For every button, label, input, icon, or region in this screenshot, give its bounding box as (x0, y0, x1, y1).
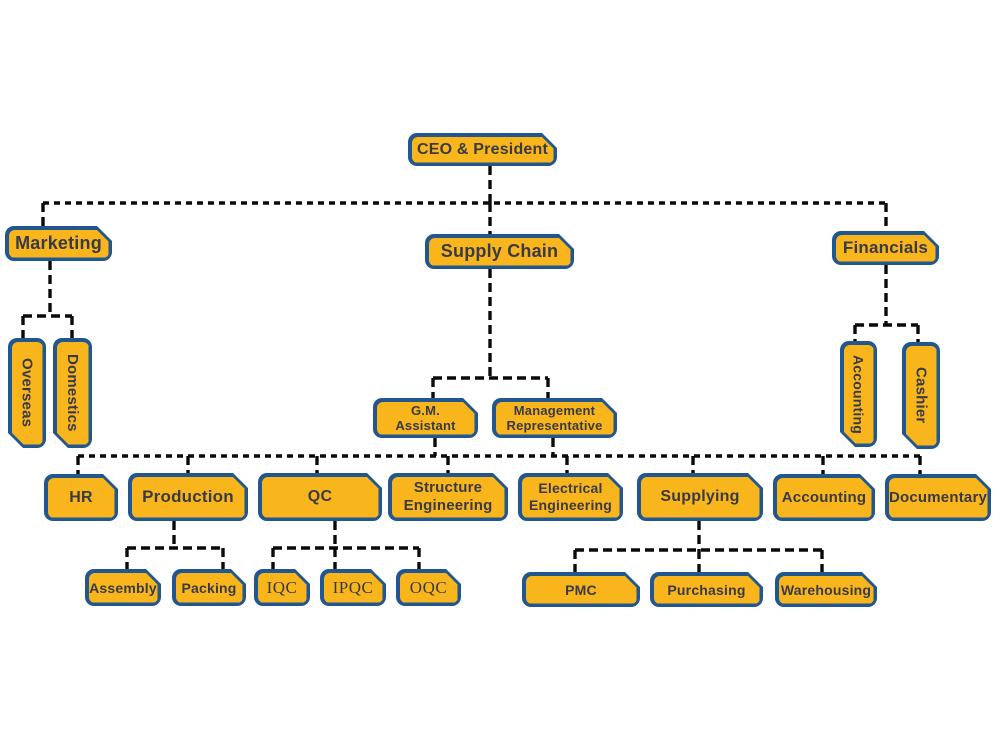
node-box-fill: CEO & President (412, 137, 554, 163)
org-node-domestics: Domestics (53, 338, 92, 448)
node-label-gm-line1: G.M. (411, 402, 440, 418)
node-box-fill: Marketing (9, 230, 109, 258)
node-label-purchasing: Purchasing (667, 581, 746, 598)
node-box-fill: Accounting (777, 478, 872, 518)
node-label-accounting-vertical: Accounting (850, 354, 867, 434)
connector-supply-chain-subtree (431, 269, 550, 398)
connector-department-stubs (76, 456, 922, 474)
node-label-accounting: Accounting (781, 489, 867, 506)
node-label-production: Production (142, 487, 234, 506)
node-label-supply-chain: Supply Chain (440, 241, 559, 261)
node-box-fill: Structure Engineering (392, 477, 505, 518)
org-node-qc: QC (258, 473, 382, 521)
node-box-fill: IQC (258, 573, 307, 603)
node-box-fill: IPQC (324, 573, 383, 603)
node-label-overseas: Overseas (18, 358, 36, 428)
node-box-fill: Warehousing (779, 576, 874, 604)
node-box-fill: Accounting (844, 345, 874, 444)
connector-supplying-subtree (573, 521, 824, 572)
org-node-accounting: Accounting (773, 474, 875, 521)
node-box-fill: Overseas (12, 342, 43, 445)
node-label-electrical-line2: Engineering (528, 497, 613, 513)
org-node-production: Production (128, 473, 248, 521)
node-label-iqc: IQC (266, 577, 298, 597)
connector-marketing-subtree (21, 261, 74, 338)
node-label-ipqc: IPQC (332, 577, 374, 597)
node-box-fill: Financials (836, 235, 936, 262)
node-box-fill: Documentary (889, 478, 988, 518)
node-label-marketing: Marketing (15, 233, 102, 253)
node-box-fill: Management Representative (496, 402, 614, 435)
node-box-fill: OQC (400, 573, 458, 603)
org-node-warehousing: Warehousing (775, 572, 877, 607)
node-label-documentary: Documentary (888, 489, 988, 506)
org-node-assembly: Assembly (85, 569, 161, 606)
node-label-oqc: OQC (409, 577, 448, 597)
node-box-fill: Supplying (641, 477, 760, 518)
org-node-structure-engineering: Structure Engineering (388, 473, 508, 521)
node-label-structure-line2: Engineering (403, 497, 493, 514)
org-node-ceo-president: CEO & President (408, 133, 557, 166)
org-node-supply-chain: Supply Chain (425, 234, 574, 269)
org-node-purchasing: Purchasing (650, 572, 763, 607)
node-label-hr: HR (69, 488, 93, 506)
node-label-pmc: PMC (565, 581, 597, 598)
node-box-fill: Cashier (906, 346, 937, 446)
node-box-fill: PMC (526, 576, 637, 604)
node-box-fill: HR (48, 478, 115, 518)
node-label-assembly: Assembly (89, 579, 157, 596)
node-label-financials: Financials (842, 238, 929, 257)
org-node-accounting-vertical: Accounting (840, 341, 877, 447)
node-box-fill: Assembly (89, 573, 158, 603)
node-label-electrical-line1: Electrical (538, 480, 603, 497)
node-label-domestics: Domestics (64, 354, 81, 432)
node-box-fill: Production (132, 477, 245, 518)
node-label-rep-line1: Management (513, 402, 596, 418)
node-box-fill: QC (262, 477, 379, 518)
org-node-ipqc: IPQC (320, 569, 386, 606)
org-node-marketing: Marketing (5, 226, 112, 261)
node-box-fill: Electrical Engineering (522, 477, 620, 518)
node-box-fill: Domestics (57, 342, 89, 445)
node-label-supplying: Supplying (660, 488, 740, 505)
org-node-supplying: Supplying (637, 473, 763, 521)
node-label-ceo: CEO & President (416, 140, 549, 158)
connector-qc-subtree (271, 521, 421, 569)
node-label-cashier: Cashier (912, 367, 930, 424)
node-box-fill: Supply Chain (429, 238, 571, 266)
node-box-fill: G.M. Assistant (377, 402, 475, 435)
org-node-financials: Financials (832, 231, 939, 265)
org-node-pmc: PMC (522, 572, 640, 607)
node-box-fill: Purchasing (654, 576, 760, 604)
connector-financials-subtree (853, 265, 920, 342)
org-node-management-representative: Management Representative (492, 398, 617, 438)
org-node-packing: Packing (172, 569, 246, 606)
org-node-electrical-engineering: Electrical Engineering (518, 473, 623, 521)
org-node-cashier: Cashier (902, 342, 940, 449)
node-label-warehousing: Warehousing (780, 581, 872, 598)
node-box-fill: Packing (176, 573, 243, 603)
connector-production-subtree (125, 521, 225, 569)
node-label-packing: Packing (181, 579, 237, 596)
org-node-overseas: Overseas (8, 338, 46, 448)
node-label-structure-line1: Structure (413, 479, 483, 497)
node-label-qc: QC (307, 488, 333, 505)
org-node-documentary: Documentary (885, 474, 991, 521)
org-node-hr: HR (44, 474, 118, 521)
node-label-rep-line2: Representative (506, 418, 603, 433)
node-label-gm-line2: Assistant (395, 418, 456, 433)
org-node-oqc: OQC (396, 569, 461, 606)
org-node-gm-assistant: G.M. Assistant (373, 398, 478, 438)
org-node-iqc: IQC (254, 569, 310, 606)
